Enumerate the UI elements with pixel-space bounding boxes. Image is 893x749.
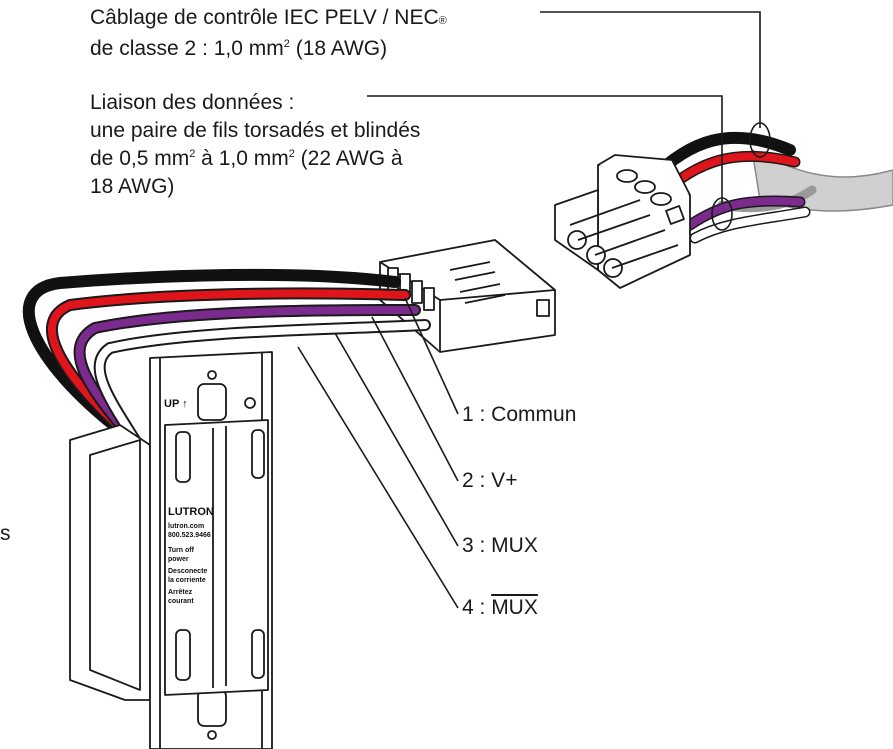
callout-data-line3: de 0,5 mm xyxy=(90,147,190,170)
device-phone: 800.523.9466 xyxy=(168,532,211,539)
superscript: 2 xyxy=(189,148,196,160)
superscript: 2 xyxy=(288,148,295,160)
callout-wiring-awg: (18 AWG) xyxy=(289,37,388,60)
device-up-label: UP ↑ xyxy=(164,398,188,410)
leader-wiring-ring xyxy=(749,122,771,158)
switch-wires xyxy=(22,268,431,446)
device-website: lutron.com xyxy=(168,523,204,530)
callout-wiring-line1: Câblage de contrôle IEC PELV / NEC xyxy=(90,6,439,29)
terminal-label-3: 3 : MUX xyxy=(462,534,538,557)
device-warning-es-1: Desconecte xyxy=(168,568,207,575)
leader-data-ring xyxy=(711,197,733,231)
leader-terminal-3 xyxy=(334,332,459,547)
device-backbox xyxy=(69,424,151,701)
edge-text-fragment: s xyxy=(0,522,11,545)
leader-terminal-4 xyxy=(297,346,459,609)
leader-terminal-2 xyxy=(371,316,459,482)
callout-leaders xyxy=(297,11,771,609)
terminal-label-1: 1 : Commun xyxy=(462,403,577,426)
callout-wiring-line2: de classe 2 : 1,0 mm xyxy=(90,37,284,60)
keypad-device xyxy=(69,351,273,749)
callout-data-line1: Liaison des données : xyxy=(90,91,295,114)
leader-wiring xyxy=(540,11,761,128)
callout-data-line4: 18 AWG) xyxy=(90,175,175,198)
terminal-label-4-prefix: 4 : xyxy=(462,596,492,619)
terminal-label-4-mux-bar: MUX xyxy=(491,596,538,619)
terminal-label-4: 4 : MUX xyxy=(462,594,538,622)
superscript: 2 xyxy=(283,38,290,50)
callout-wiring: Câblage de contrôle IEC PELV / NEC® de c… xyxy=(90,4,447,63)
leader-data-link xyxy=(367,95,723,203)
callout-data-line3b: à 1,0 mm xyxy=(195,147,289,170)
terminal-block xyxy=(554,154,691,289)
device-brand: LUTRON xyxy=(168,506,214,518)
callout-data-link: Liaison des données : une paire de fils … xyxy=(90,89,420,201)
device-faceplate xyxy=(164,419,269,696)
device-warning-fr-2: courant xyxy=(168,598,194,605)
device-warning-fr-1: Arrêtez xyxy=(168,589,193,596)
registered-mark: ® xyxy=(438,15,447,27)
device-warning-en-1: Turn off xyxy=(168,547,195,554)
leader-terminal-1 xyxy=(404,297,459,415)
device-warning-es-2: la corriente xyxy=(168,577,206,584)
callout-data-line3c: (22 AWG à xyxy=(294,147,403,170)
device-warning-en-2: power xyxy=(168,556,189,563)
terminal-label-2: 2 : V+ xyxy=(462,469,518,492)
callout-data-line2: une paire de fils torsadés et blindés xyxy=(90,119,421,142)
